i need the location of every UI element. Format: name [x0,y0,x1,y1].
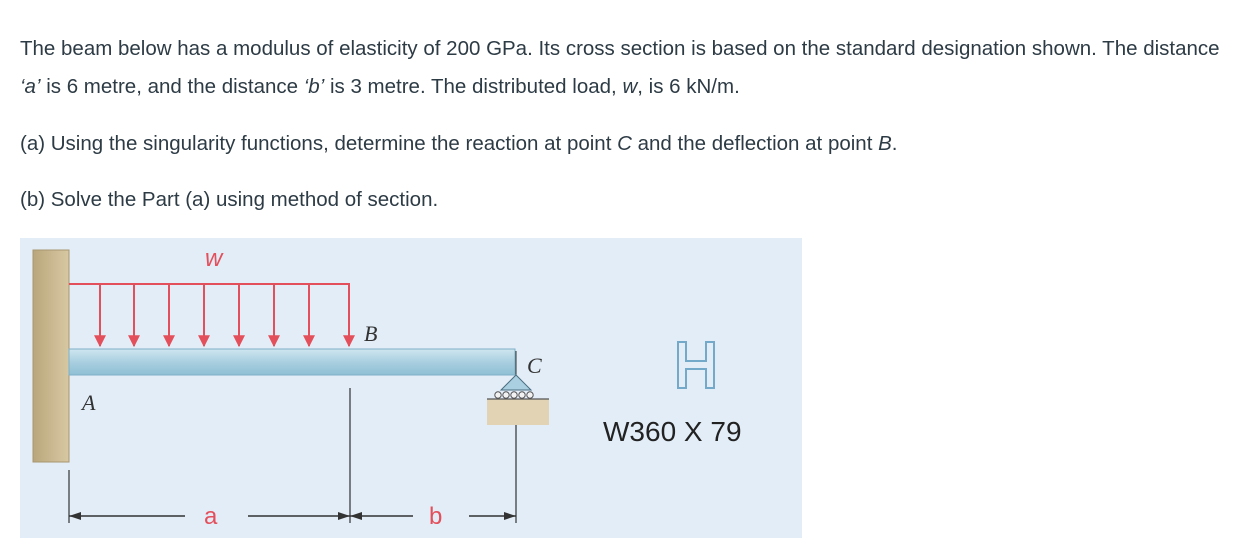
roller [526,391,534,399]
point-b-label: B [364,321,377,346]
intro-text-1: The beam below has a modulus of elastici… [20,37,1220,60]
part-a-text-2: and the deflection at point [631,132,879,155]
problem-part-a: (a) Using the singularity functions, det… [20,125,1225,163]
beam-figure: w A B C a b W360 X [20,238,802,538]
part-a-point-b: B [878,132,892,155]
w-section-icon [677,341,715,389]
roller [502,391,510,399]
support-triangle [499,374,533,391]
beam [68,348,516,376]
point-c-label: C [527,353,542,378]
dimension-a-label: a [204,503,218,530]
intro-text-2: is 6 metre, and the distance [40,75,304,98]
fixed-wall [32,249,70,463]
part-a-point-c: C [617,132,632,155]
intro-a-quote: ‘a’ [20,75,41,98]
roller [494,391,502,399]
intro-b-quote: ‘b’ [303,75,325,98]
beam-diagram: w A B C a b W360 X [20,238,802,538]
section-designation: W360 X 79 [603,416,742,447]
part-a-text-3: . [891,132,898,155]
problem-intro: The beam below has a modulus of elastici… [20,30,1225,106]
load-label-w: w [205,245,224,272]
part-a-text-1: (a) Using the singularity functions, det… [20,132,618,155]
roller [518,391,526,399]
intro-w: w [622,75,638,98]
dimension-b-label: b [429,503,442,530]
ground-block [487,399,549,425]
intro-text-4: , is 6 kN/m. [637,75,740,98]
point-a-label: A [80,390,96,415]
roller-support [487,374,549,425]
figure-background [20,238,802,538]
roller [510,391,518,399]
intro-text-3: is 3 metre. The distributed load, [324,75,623,98]
distributed-load [69,283,355,348]
problem-part-b: (b) Solve the Part (a) using method of s… [20,188,439,211]
